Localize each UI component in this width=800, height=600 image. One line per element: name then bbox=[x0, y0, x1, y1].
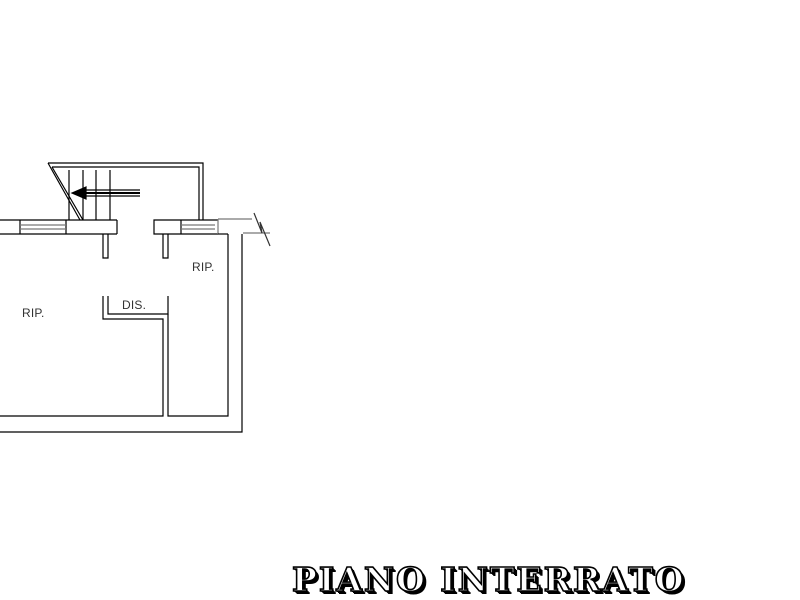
stair-direction-arrow-icon bbox=[70, 186, 140, 200]
drawing-title: PIANO INTERRATO bbox=[291, 559, 686, 600]
room-label-hallway: DIS. bbox=[122, 298, 147, 312]
room-label-storage-left: RIP. bbox=[22, 306, 45, 320]
interior-walls bbox=[0, 233, 243, 433]
north-wall-left bbox=[0, 219, 118, 259]
north-wall-right bbox=[153, 212, 271, 259]
room-label-storage-right: RIP. bbox=[192, 260, 215, 274]
stair-enclosure bbox=[47, 162, 204, 221]
